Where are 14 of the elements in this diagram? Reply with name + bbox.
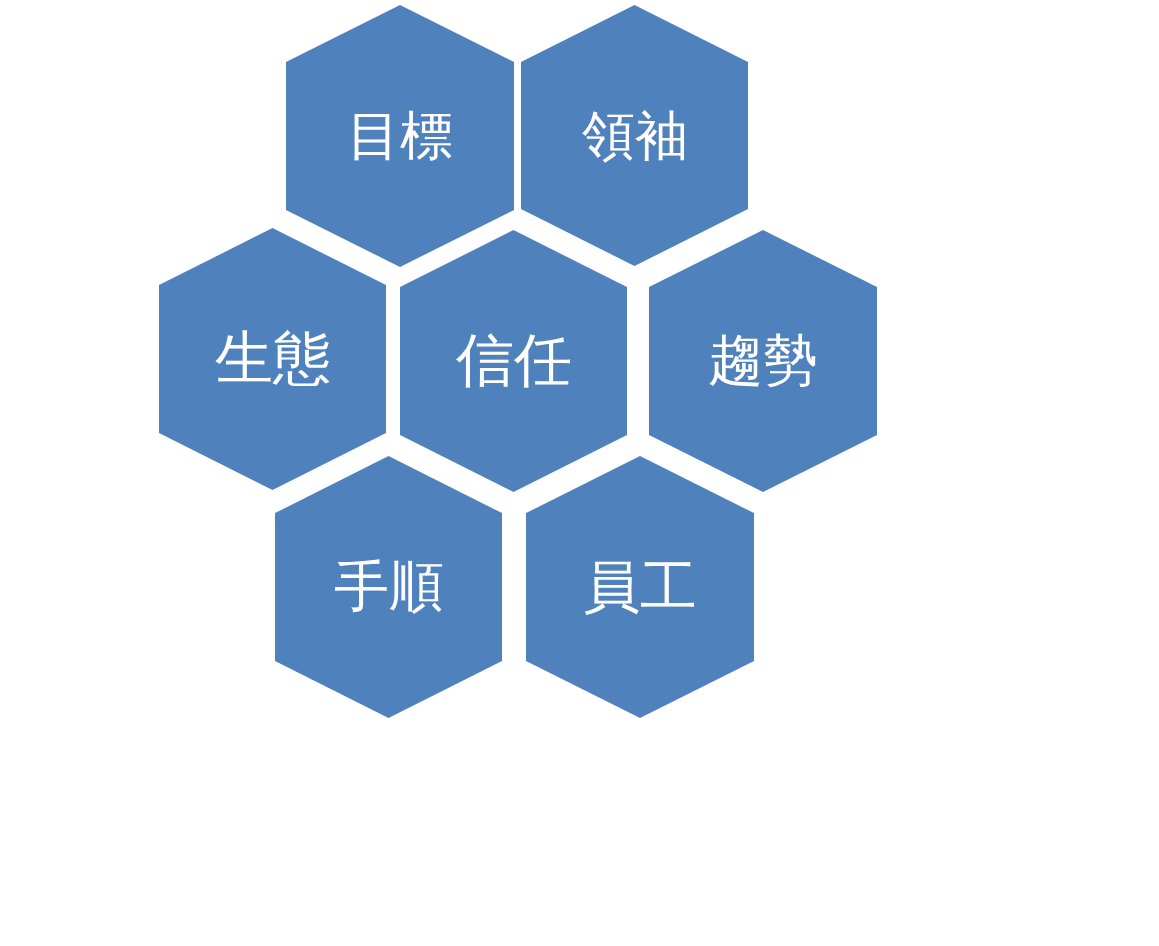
node-label: 領袖 bbox=[581, 106, 688, 165]
hexagon-node bbox=[400, 230, 627, 492]
node-label: 手順 bbox=[333, 556, 444, 618]
node-label: 目標 bbox=[347, 106, 453, 166]
node-label: 生態 bbox=[214, 327, 331, 391]
hexagon-node bbox=[649, 230, 877, 492]
hexagon-node bbox=[159, 228, 386, 490]
hexagon-node bbox=[275, 456, 502, 718]
node-label: 信任 bbox=[455, 329, 572, 393]
node-label: 員工 bbox=[583, 555, 697, 619]
hexagon-node bbox=[286, 5, 514, 267]
hexagon-node bbox=[521, 5, 748, 266]
node-label: 趨勢 bbox=[708, 330, 818, 392]
hexagon-node bbox=[526, 456, 754, 718]
